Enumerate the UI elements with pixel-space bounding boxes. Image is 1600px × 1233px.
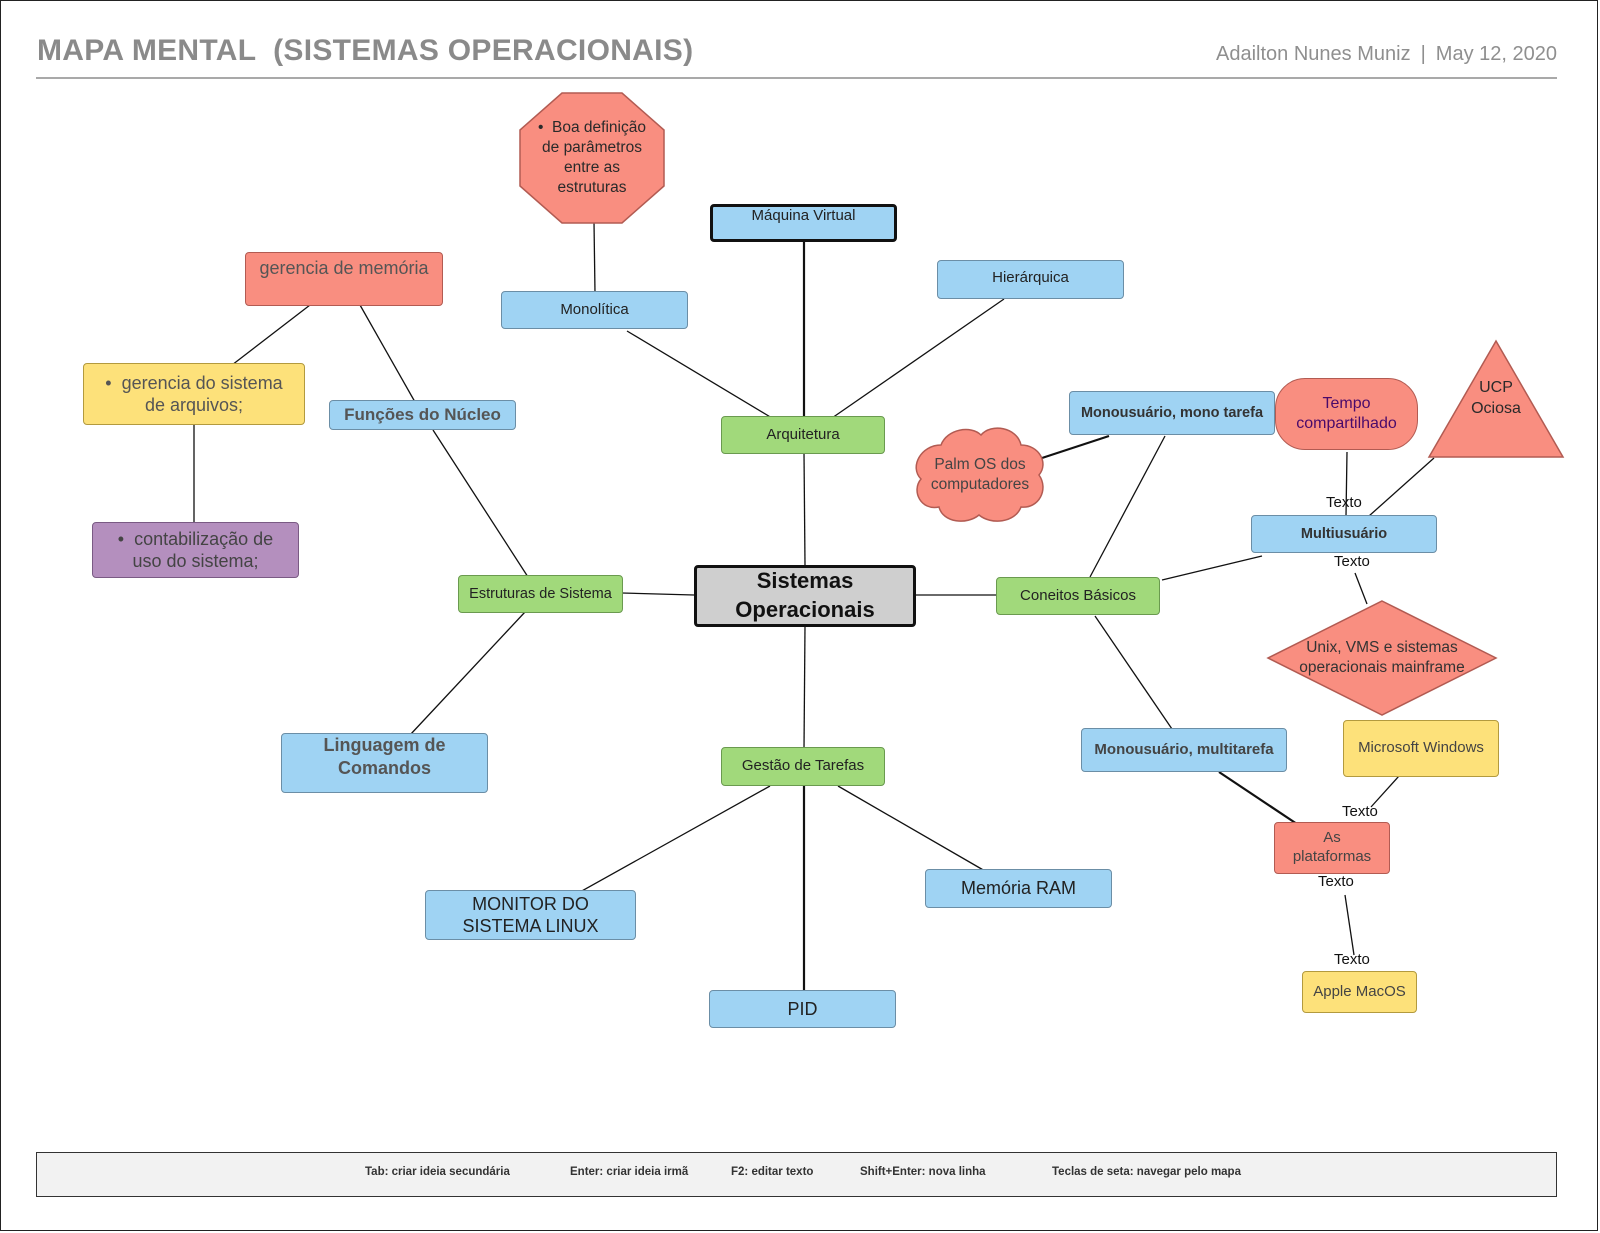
boa-definicao-text: Boa definição de parâmetros entre as est…: [542, 118, 646, 197]
palm-os-text: Palm OS dos computadores: [930, 455, 1030, 493]
bullet-icon: •: [105, 372, 122, 393]
edge-center-arquitetura: [803, 452, 806, 566]
meta-separator: |: [1420, 43, 1426, 65]
bullet-icon: •: [538, 118, 553, 136]
gerencia-arquivos-text: gerencia do sistema de arquivos;: [121, 372, 283, 416]
page-meta: Adailton Nunes Muniz | May 12, 2020: [1216, 43, 1557, 66]
author: Adailton Nunes Muniz: [1216, 43, 1411, 65]
edge-arquitetura-hierarquica: [831, 298, 1005, 419]
edge-center-estruturas: [621, 592, 695, 596]
edge-gerencia-arquivos: [231, 304, 311, 366]
node-linguagem-de-comandos[interactable]: Linguagem de Comandos: [281, 733, 488, 793]
edge-label-texto: Texto: [1334, 951, 1370, 968]
edge-conceitos-monomulti: [1094, 615, 1173, 730]
edge-multi-unix: [1354, 572, 1368, 605]
node-funcoes-do-nucleo[interactable]: Funções do Núcleo: [329, 400, 516, 430]
edge-estruturas-funcoes: [432, 429, 529, 578]
node-apple-macos[interactable]: Apple MacOS: [1302, 971, 1417, 1013]
node-monousuario-multitarefa[interactable]: Monousuário, multitarefa: [1081, 728, 1287, 772]
page-title: MAPA MENTAL (SISTEMAS OPERACIONAIS): [37, 34, 694, 67]
node-sistemas-operacionais[interactable]: Sistemas Operacionais: [694, 565, 916, 627]
edge-mono-palm: [1041, 434, 1110, 460]
edge-monolitica-boa: [593, 221, 596, 294]
edge-arquitetura-monolitica: [626, 330, 773, 419]
node-gerencia-de-memoria[interactable]: gerencia de memória: [245, 252, 443, 306]
shortcut-tab: Tab: criar ideia secundária: [365, 1166, 510, 1178]
edge-gestao-memoria: [837, 785, 986, 872]
node-arquitetura[interactable]: Arquitetura: [721, 416, 885, 454]
node-palm-os[interactable]: Palm OS dos computadores: [913, 425, 1047, 525]
triangle-shape: [1427, 339, 1565, 458]
edge-monomulti-plataformas: [1218, 771, 1298, 825]
node-maquina-virtual[interactable]: Máquina Virtual: [710, 204, 897, 242]
shortcut-f2: F2: editar texto: [731, 1166, 814, 1178]
node-microsoft-windows[interactable]: Microsoft Windows: [1343, 720, 1499, 777]
diamond-shape: [1266, 600, 1498, 716]
shortcut-bar: Tab: criar ideia secundária Enter: criar…: [36, 1152, 1557, 1197]
node-estruturas-de-sistema[interactable]: Estruturas de Sistema: [458, 575, 623, 613]
edge-conceitos-multi: [1161, 555, 1263, 581]
edge-label-texto: Texto: [1318, 873, 1354, 890]
node-as-plataformas[interactable]: As plataformas: [1274, 822, 1390, 874]
edge-multi-tempo: [1345, 451, 1348, 517]
node-ucp-ociosa[interactable]: UCP Ociosa: [1427, 339, 1565, 458]
node-pid[interactable]: PID: [709, 990, 896, 1028]
node-hierarquica[interactable]: Hierárquica: [937, 260, 1124, 299]
ucp-text: UCP Ociosa: [1471, 379, 1521, 417]
node-monitor-linux[interactable]: MONITOR DO SISTEMA LINUX: [425, 890, 636, 940]
unix-text: Unix, VMS e sistemas operacionais mainfr…: [1299, 638, 1465, 676]
bullet-icon: •: [117, 528, 135, 549]
node-gestao-de-tarefas[interactable]: Gestão de Tarefas: [721, 747, 885, 786]
octagon-shape: [519, 92, 665, 224]
node-unix-vms[interactable]: Unix, VMS e sistemas operacionais mainfr…: [1266, 600, 1498, 716]
shortcut-arrows: Teclas de seta: navegar pelo mapa: [1052, 1166, 1241, 1178]
node-memoria-ram[interactable]: Memória RAM: [925, 869, 1112, 908]
node-conceitos-basicos[interactable]: Coneitos Básicos: [996, 577, 1160, 615]
edge-estruturas-linguagem: [409, 611, 526, 736]
node-contabilizacao[interactable]: • contabilização de uso do sistema;: [92, 522, 299, 578]
shortcut-enter: Enter: criar ideia irmã: [570, 1166, 689, 1178]
node-monousuario-mono-tarefa[interactable]: Monousuário, mono tarefa: [1069, 391, 1275, 435]
edge-multi-ucp: [1368, 457, 1435, 517]
edge-label-texto: Texto: [1342, 803, 1378, 820]
node-boa-definicao[interactable]: • Boa definição de parâmetros entre as e…: [519, 92, 665, 224]
node-gerencia-arquivos[interactable]: • gerencia do sistema de arquivos;: [83, 363, 305, 425]
edge-label-texto: Texto: [1326, 494, 1362, 511]
date: May 12, 2020: [1435, 43, 1557, 65]
edge-plataformas-macos: [1344, 894, 1355, 956]
contabilizacao-text: contabilização de uso do sistema;: [132, 528, 274, 572]
shortcut-shift-enter: Shift+Enter: nova linha: [860, 1166, 986, 1178]
edge-label-texto: Texto: [1334, 553, 1370, 570]
cloud-shape: [915, 427, 1044, 522]
edge-center-gestao: [803, 625, 806, 750]
edge-funcoes-gerencia: [359, 304, 416, 403]
node-multiusuario[interactable]: Multiusuário: [1251, 515, 1437, 553]
edge-conceitos-mono: [1089, 435, 1166, 578]
header-divider: [36, 77, 1557, 79]
node-tempo-compartilhado[interactable]: Tempo compartilhado: [1275, 378, 1418, 450]
edge-gestao-monitor: [579, 785, 771, 893]
edge-windows-plataformas: [1370, 775, 1400, 808]
node-monolitica[interactable]: Monolítica: [501, 291, 688, 329]
